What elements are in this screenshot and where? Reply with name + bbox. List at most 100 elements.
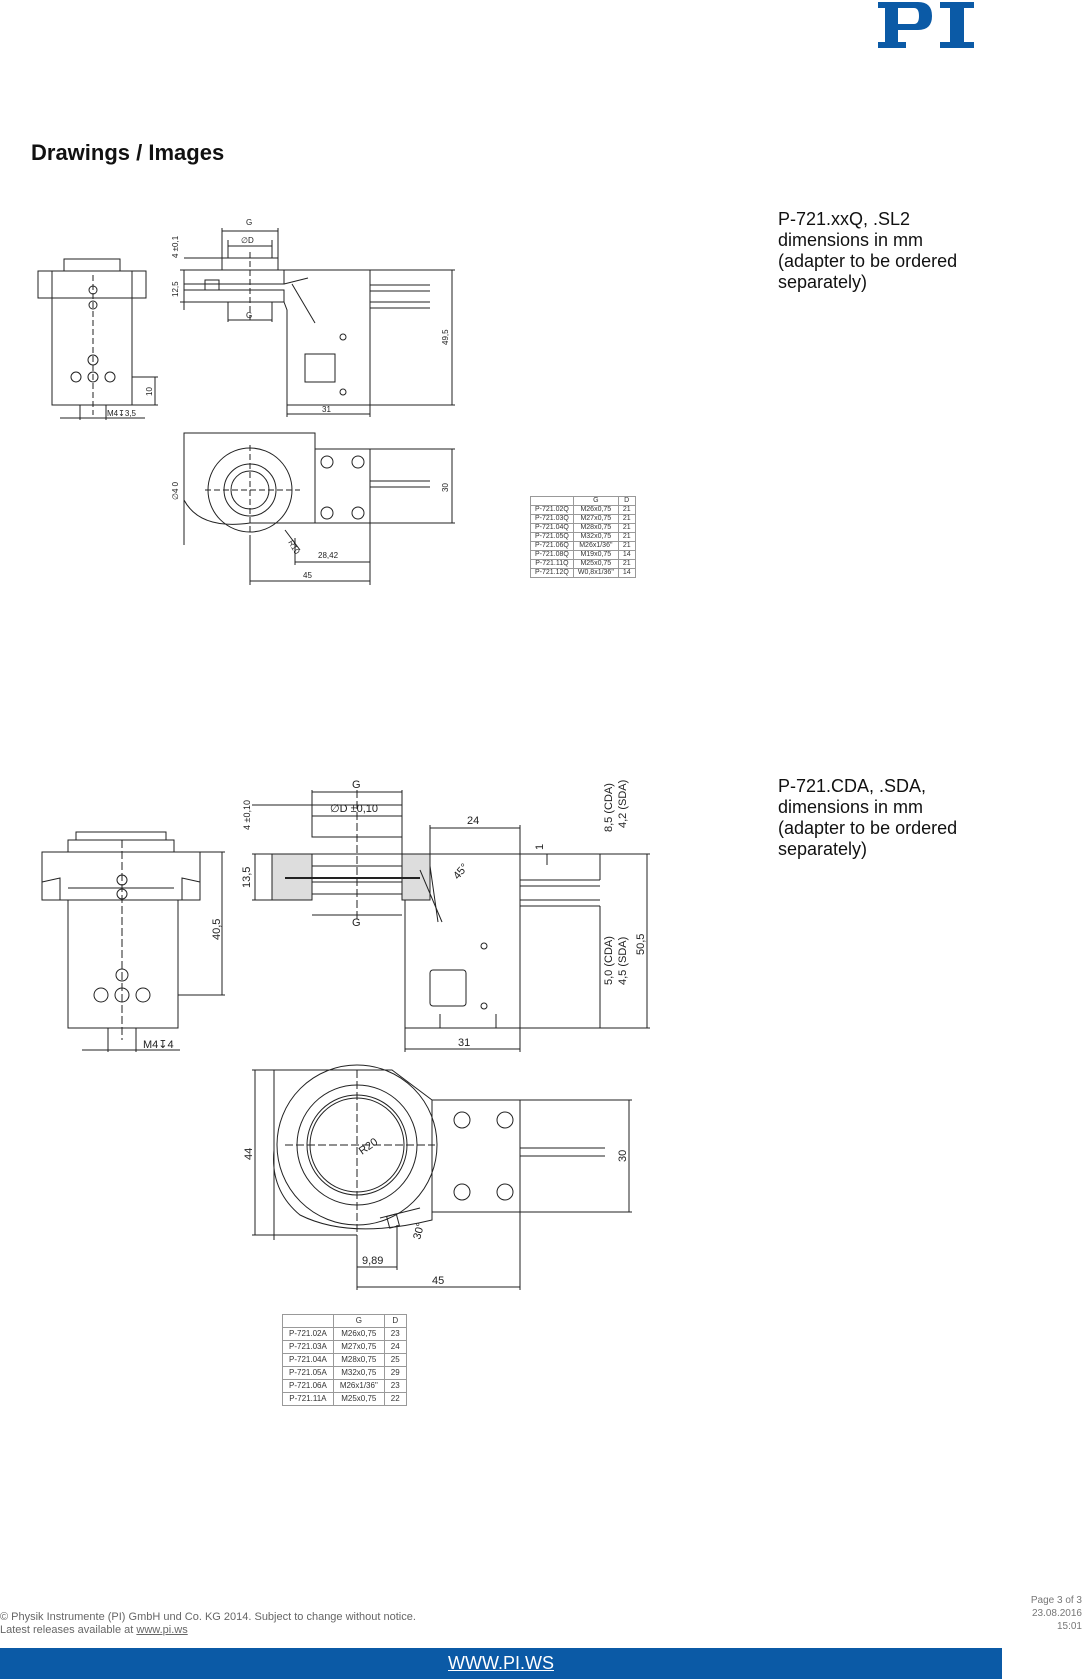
table-cell: M25x0,75 [332, 1392, 385, 1406]
releases-prefix: Latest releases available at [0, 1624, 137, 1636]
table-cell: P-721.11Q [530, 559, 574, 569]
d2-angle45: 45° [451, 861, 471, 881]
table-cell: M32x0,75 [572, 532, 619, 542]
table-cell: P-721.05A [282, 1366, 334, 1380]
table-header [530, 496, 574, 506]
d1-g-bottom: G [246, 311, 252, 320]
table-cell: 14 [617, 550, 636, 560]
d1-dia: ∅4 0 [171, 481, 180, 500]
table-cell: 23 [383, 1379, 407, 1393]
table-cell: M26x1/36" [572, 541, 619, 551]
table-cell: 24 [383, 1340, 407, 1354]
table-cell: P-721.06A [282, 1379, 334, 1393]
d2-angle30: 30° [411, 1222, 427, 1241]
d2-w24: 24 [467, 815, 479, 827]
table-cell: P-721.05Q [530, 532, 574, 542]
table-cell: P-721.06Q [530, 541, 574, 551]
table-cell: 21 [617, 559, 636, 569]
table-cell: M19x0,75 [572, 550, 619, 560]
d2-sda2: 4,5 (SDA) [617, 937, 629, 985]
d2-h135: 13,5 [241, 867, 253, 888]
drawing2-caption: P-721.CDA, .SDA, dimensions in mm (adapt… [778, 776, 958, 859]
d1-w3: 45 [303, 571, 312, 580]
table-cell: 21 [617, 514, 636, 524]
table-header: D [617, 496, 636, 506]
table-cell: 23 [383, 1327, 407, 1341]
d2-cda2: 5,0 (CDA) [603, 936, 615, 985]
table-cell: P-721.08Q [530, 550, 574, 560]
table-cell: 14 [617, 568, 636, 578]
table-cell: M26x1/36" [332, 1379, 385, 1393]
table-cell: W0,8x1/36" [572, 568, 619, 578]
table-header: G [572, 496, 619, 506]
drawing1-caption: P-721.xxQ, .SL2 dimensions in mm (adapte… [778, 209, 958, 292]
table-cell: P-721.11A [282, 1392, 334, 1406]
table-cell: P-721.02A [282, 1327, 334, 1341]
website-link[interactable]: WWW.PI.WS [448, 1653, 554, 1673]
table-cell: M27x0,75 [332, 1340, 385, 1354]
table-cell: M28x0,75 [332, 1353, 385, 1367]
drawing2-technical-drawing: G ∅D ±0,10 4 ±0,10 24 1 8,5 (CDA) 4,2 (S… [41, 779, 650, 1290]
table-cell: M26x0,75 [572, 505, 619, 515]
table-cell: P-721.02Q [530, 505, 574, 515]
copyright-text: © Physik Instrumente (PI) GmbH und Co. K… [0, 1611, 416, 1623]
d1-d: ∅D [241, 236, 254, 245]
d2-one: 1 [534, 844, 546, 850]
table-cell: P-721.03A [282, 1340, 334, 1354]
d1-h2: 49,5 [441, 329, 450, 345]
table-cell: M32x0,75 [332, 1366, 385, 1380]
releases-link[interactable]: www.pi.ws [136, 1624, 188, 1636]
d2-d: ∅D ±0,10 [330, 803, 378, 815]
d2-g-bottom: G [352, 917, 361, 929]
d2-w989: 9,89 [362, 1255, 383, 1267]
d1-w1: 31 [322, 405, 331, 414]
d1-m4: M4↧3,5 [107, 409, 136, 418]
d2-sda1: 4,2 (SDA) [617, 780, 629, 828]
table-cell: P-721.12Q [530, 568, 574, 578]
d2-h405: 40,5 [211, 919, 223, 940]
table-cell: 22 [383, 1392, 407, 1406]
table-cell: 29 [383, 1366, 407, 1380]
footer-note: © Physik Instrumente (PI) GmbH und Co. K… [0, 1611, 416, 1637]
table-cell: P-721.04A [282, 1353, 334, 1367]
d1-h3: 10 [145, 387, 154, 396]
section-title: Drawings / Images [31, 140, 225, 165]
table-cell: 25 [383, 1353, 407, 1367]
d1-w2: 28,42 [318, 551, 339, 560]
drawing1-technical-drawing: G ∅D G 4 ±0,1 12,5 49,5 31 10 M4↧3,5 ∅4 … [37, 218, 455, 585]
d1-g-top: G [246, 218, 252, 227]
page-time: 15:01 [1056, 1621, 1082, 1632]
table-cell: M27x0,75 [572, 514, 619, 524]
pi-logo [878, 2, 974, 48]
table-cell: P-721.03Q [530, 514, 574, 524]
d1-r: R10 [286, 539, 301, 557]
table-header: G [332, 1314, 385, 1328]
page-number: Page 3 of 3 [1030, 1595, 1082, 1606]
d2-h505: 50,5 [635, 934, 647, 955]
releases-line: Latest releases available at www.pi.ws [0, 1624, 416, 1637]
table-cell: 21 [617, 541, 636, 551]
bottom-bar: WWW.PI.WS [0, 1648, 1002, 1679]
d2-g-top: G [352, 779, 361, 791]
d2-tol: 4 ±0,10 [242, 800, 252, 830]
d1-h1: 12,5 [171, 281, 180, 297]
table-cell: P-721.04Q [530, 523, 574, 533]
page-info: Page 3 of 3 23.08.2016 15:01 [1002, 1594, 1082, 1633]
table-cell: 21 [617, 532, 636, 542]
page-date: 23.08.2016 [1031, 1608, 1082, 1619]
d2-w31: 31 [458, 1037, 470, 1049]
